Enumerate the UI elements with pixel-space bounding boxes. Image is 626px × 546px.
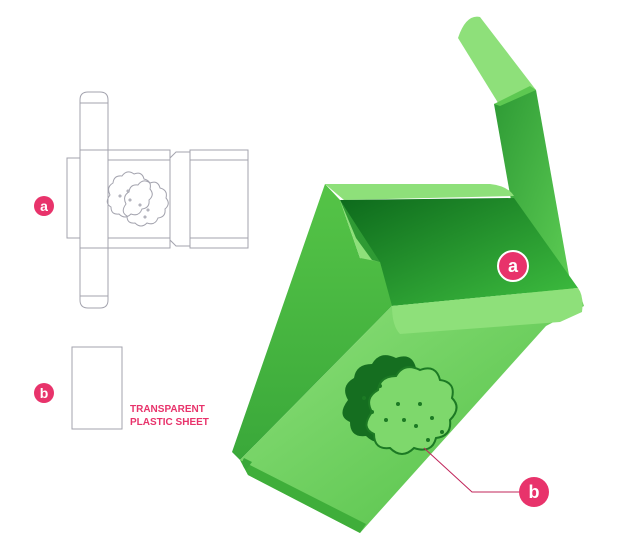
marker-box-b: b (519, 477, 549, 507)
marker-box-b-label: b (529, 482, 540, 502)
caption-plastic-sheet: PLASTIC SHEET (130, 417, 209, 428)
marker-box-a-label: a (508, 256, 519, 276)
dieline-box-template (66, 91, 249, 309)
marker-dieline-b-label: b (40, 385, 49, 401)
box-3d-illustration (232, 16, 584, 533)
box-lid-panel (494, 90, 572, 296)
caption-transparent: TRANSPARENT (130, 404, 205, 415)
box-cookie-window (342, 355, 458, 455)
marker-box-a: a (497, 250, 529, 282)
box-left-side (232, 184, 392, 460)
marker-dieline-a: a (34, 196, 54, 216)
box-lid-tuck-flap (458, 16, 536, 107)
plastic-sheet-template (71, 346, 123, 430)
dieline-cookie-window (106, 171, 169, 227)
marker-dieline-a-label: a (40, 198, 48, 214)
leader-line-b (423, 447, 520, 493)
marker-dieline-b: b (34, 383, 54, 403)
